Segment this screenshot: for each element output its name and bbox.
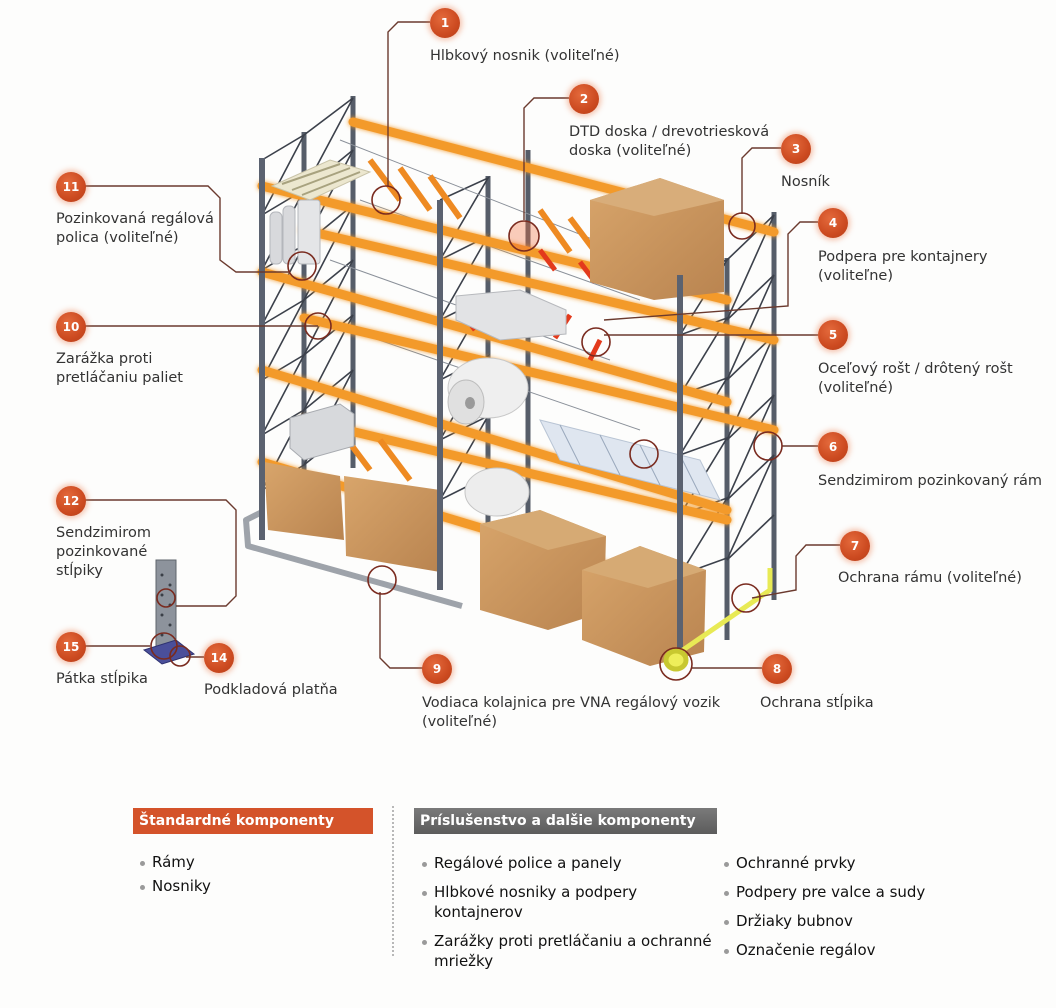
callout-badge-12: 12 — [56, 486, 86, 516]
legend-divider — [392, 806, 394, 956]
accessory-item: Zarážky proti pretláčaniu a ochranné mri… — [420, 931, 720, 971]
callout-badge-5: 5 — [818, 320, 848, 350]
callout-badge-4: 4 — [818, 208, 848, 238]
callout-badge-11: 11 — [56, 172, 86, 202]
callout-badge-15: 15 — [56, 632, 86, 662]
leader-lines — [84, 21, 840, 669]
callout-badge-2: 2 — [569, 84, 599, 114]
standard-components-header: Štandardné komponenty — [133, 808, 373, 834]
accessory-item: Držiaky bubnov — [722, 911, 952, 931]
callout-label-2: DTD doska / drevotriesková doska (volite… — [569, 124, 770, 159]
callout-badge-6: 6 — [818, 432, 848, 462]
rack-frames-front — [259, 158, 683, 660]
wire-mesh-deck — [539, 419, 721, 501]
callout-badge-7: 7 — [840, 531, 870, 561]
pallet-loads — [264, 462, 706, 666]
callout-label-6: Sendzimirom pozinkovaný rám — [818, 473, 1043, 489]
accessory-item: Hlbkové nosniky a podpery kontajnerov — [420, 882, 720, 922]
accessories-header: Príslušenstvo a dalšie komponenty — [414, 808, 717, 834]
callout-label-11: Pozinkovaná regálová polica (voliteľné) — [56, 211, 214, 246]
callout-badge-1: 1 — [430, 8, 460, 38]
callout-badge-10: 10 — [56, 312, 86, 342]
callout-label-5: Oceľový rošt / drôtený rošt (voliteľné) — [818, 361, 1013, 396]
callout-label-4: Podpera pre kontajnery (voliteľne) — [818, 249, 988, 284]
callout-label-1: Hlbkový nosnik (voliteľné) — [430, 48, 620, 64]
accessory-item: Označenie regálov — [722, 940, 952, 960]
callout-badge-9: 9 — [422, 654, 452, 684]
accessories-list-col1: Regálové police a panely Hlbkové nosniky… — [420, 853, 720, 971]
callout-label-3: Nosník — [781, 174, 830, 190]
standard-component-item: Nosniky — [138, 876, 211, 896]
callout-badge-8: 8 — [762, 654, 792, 684]
standard-components-list: Rámy Nosniky — [138, 852, 211, 896]
vna-guide-rail — [243, 509, 463, 609]
pallet-rack-illustration — [84, 21, 840, 681]
accessory-item: Ochranné prvky — [722, 853, 952, 873]
storage-items — [289, 289, 567, 517]
frame-protection — [663, 568, 773, 672]
standard-component-item: Rámy — [138, 852, 211, 872]
galvanized-shelf-items — [269, 199, 321, 265]
callout-label-12: Sendzimirom pozinkované stĺpiky — [56, 525, 151, 579]
callout-badge-14: 14 — [204, 643, 234, 673]
accessory-item: Podpery pre valce a sudy — [722, 882, 952, 902]
callout-label-7: Ochrana rámu (voliteľné) — [838, 570, 1022, 586]
callout-label-9: Vodiaca kolajnica pre VNA regálový vozik… — [422, 695, 721, 730]
callout-label-8: Ochrana stĺpika — [760, 695, 874, 711]
callout-badge-3: 3 — [781, 134, 811, 164]
wooden-pallet — [270, 159, 372, 201]
callout-label-15: Pátka stĺpika — [56, 671, 148, 687]
callout-label-14: Podkladová platňa — [204, 682, 338, 698]
accessory-item: Regálové police a panely — [420, 853, 720, 873]
cardboard-box — [590, 178, 724, 300]
callout-highlight-circles — [150, 185, 783, 681]
accessories-list-col2: Ochranné prvky Podpery pre valce a sudy … — [722, 853, 952, 960]
callout-label-10: Zarážka proti pretláčaniu paliet — [56, 351, 183, 386]
